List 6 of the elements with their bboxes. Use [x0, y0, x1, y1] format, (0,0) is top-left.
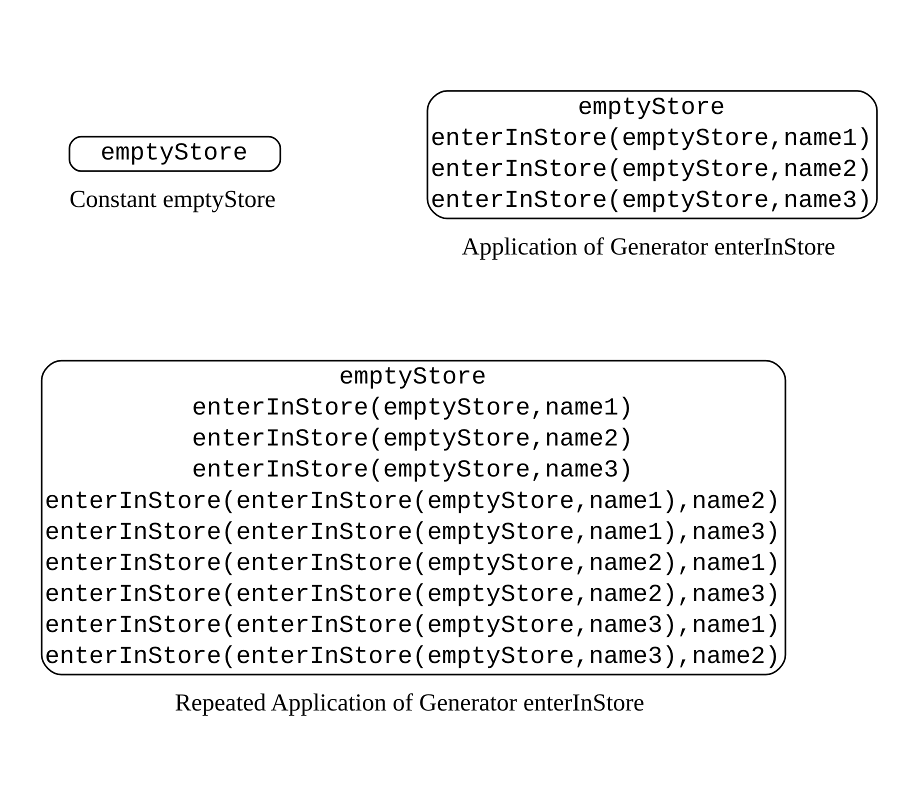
node-box: emptyStore: [68, 135, 282, 172]
node-box: emptyStore enterInStore(emptyStore,name1) enterInStore(emptyStore,name2) enterInStore(emptyStore,name3) enterInStore(enterInStore(emptyStore,name1),name2) enterInStore(enterInStore(emptyStore,name1),name3) enterInStore(enterInStore(emptyStore,name2),name1) enterInStore(enterInStore(emptyStore,name2),name3) enterInStore(enterInStore(emptyStore,name3),name1) enterInStore(enterInStore(emptyStore,name3),name2): [40, 359, 786, 675]
node-label: Repeated Application of Generator enterInStore: [174, 688, 644, 716]
node-label: Constant emptyStore: [69, 186, 276, 213]
node-box: emptyStore enterInStore(emptyStore,name1) enterInStore(emptyStore,name2) enterInStore(emptyStore,name3): [426, 90, 878, 219]
node-label: Application of Generator enterInStore: [462, 232, 836, 260]
